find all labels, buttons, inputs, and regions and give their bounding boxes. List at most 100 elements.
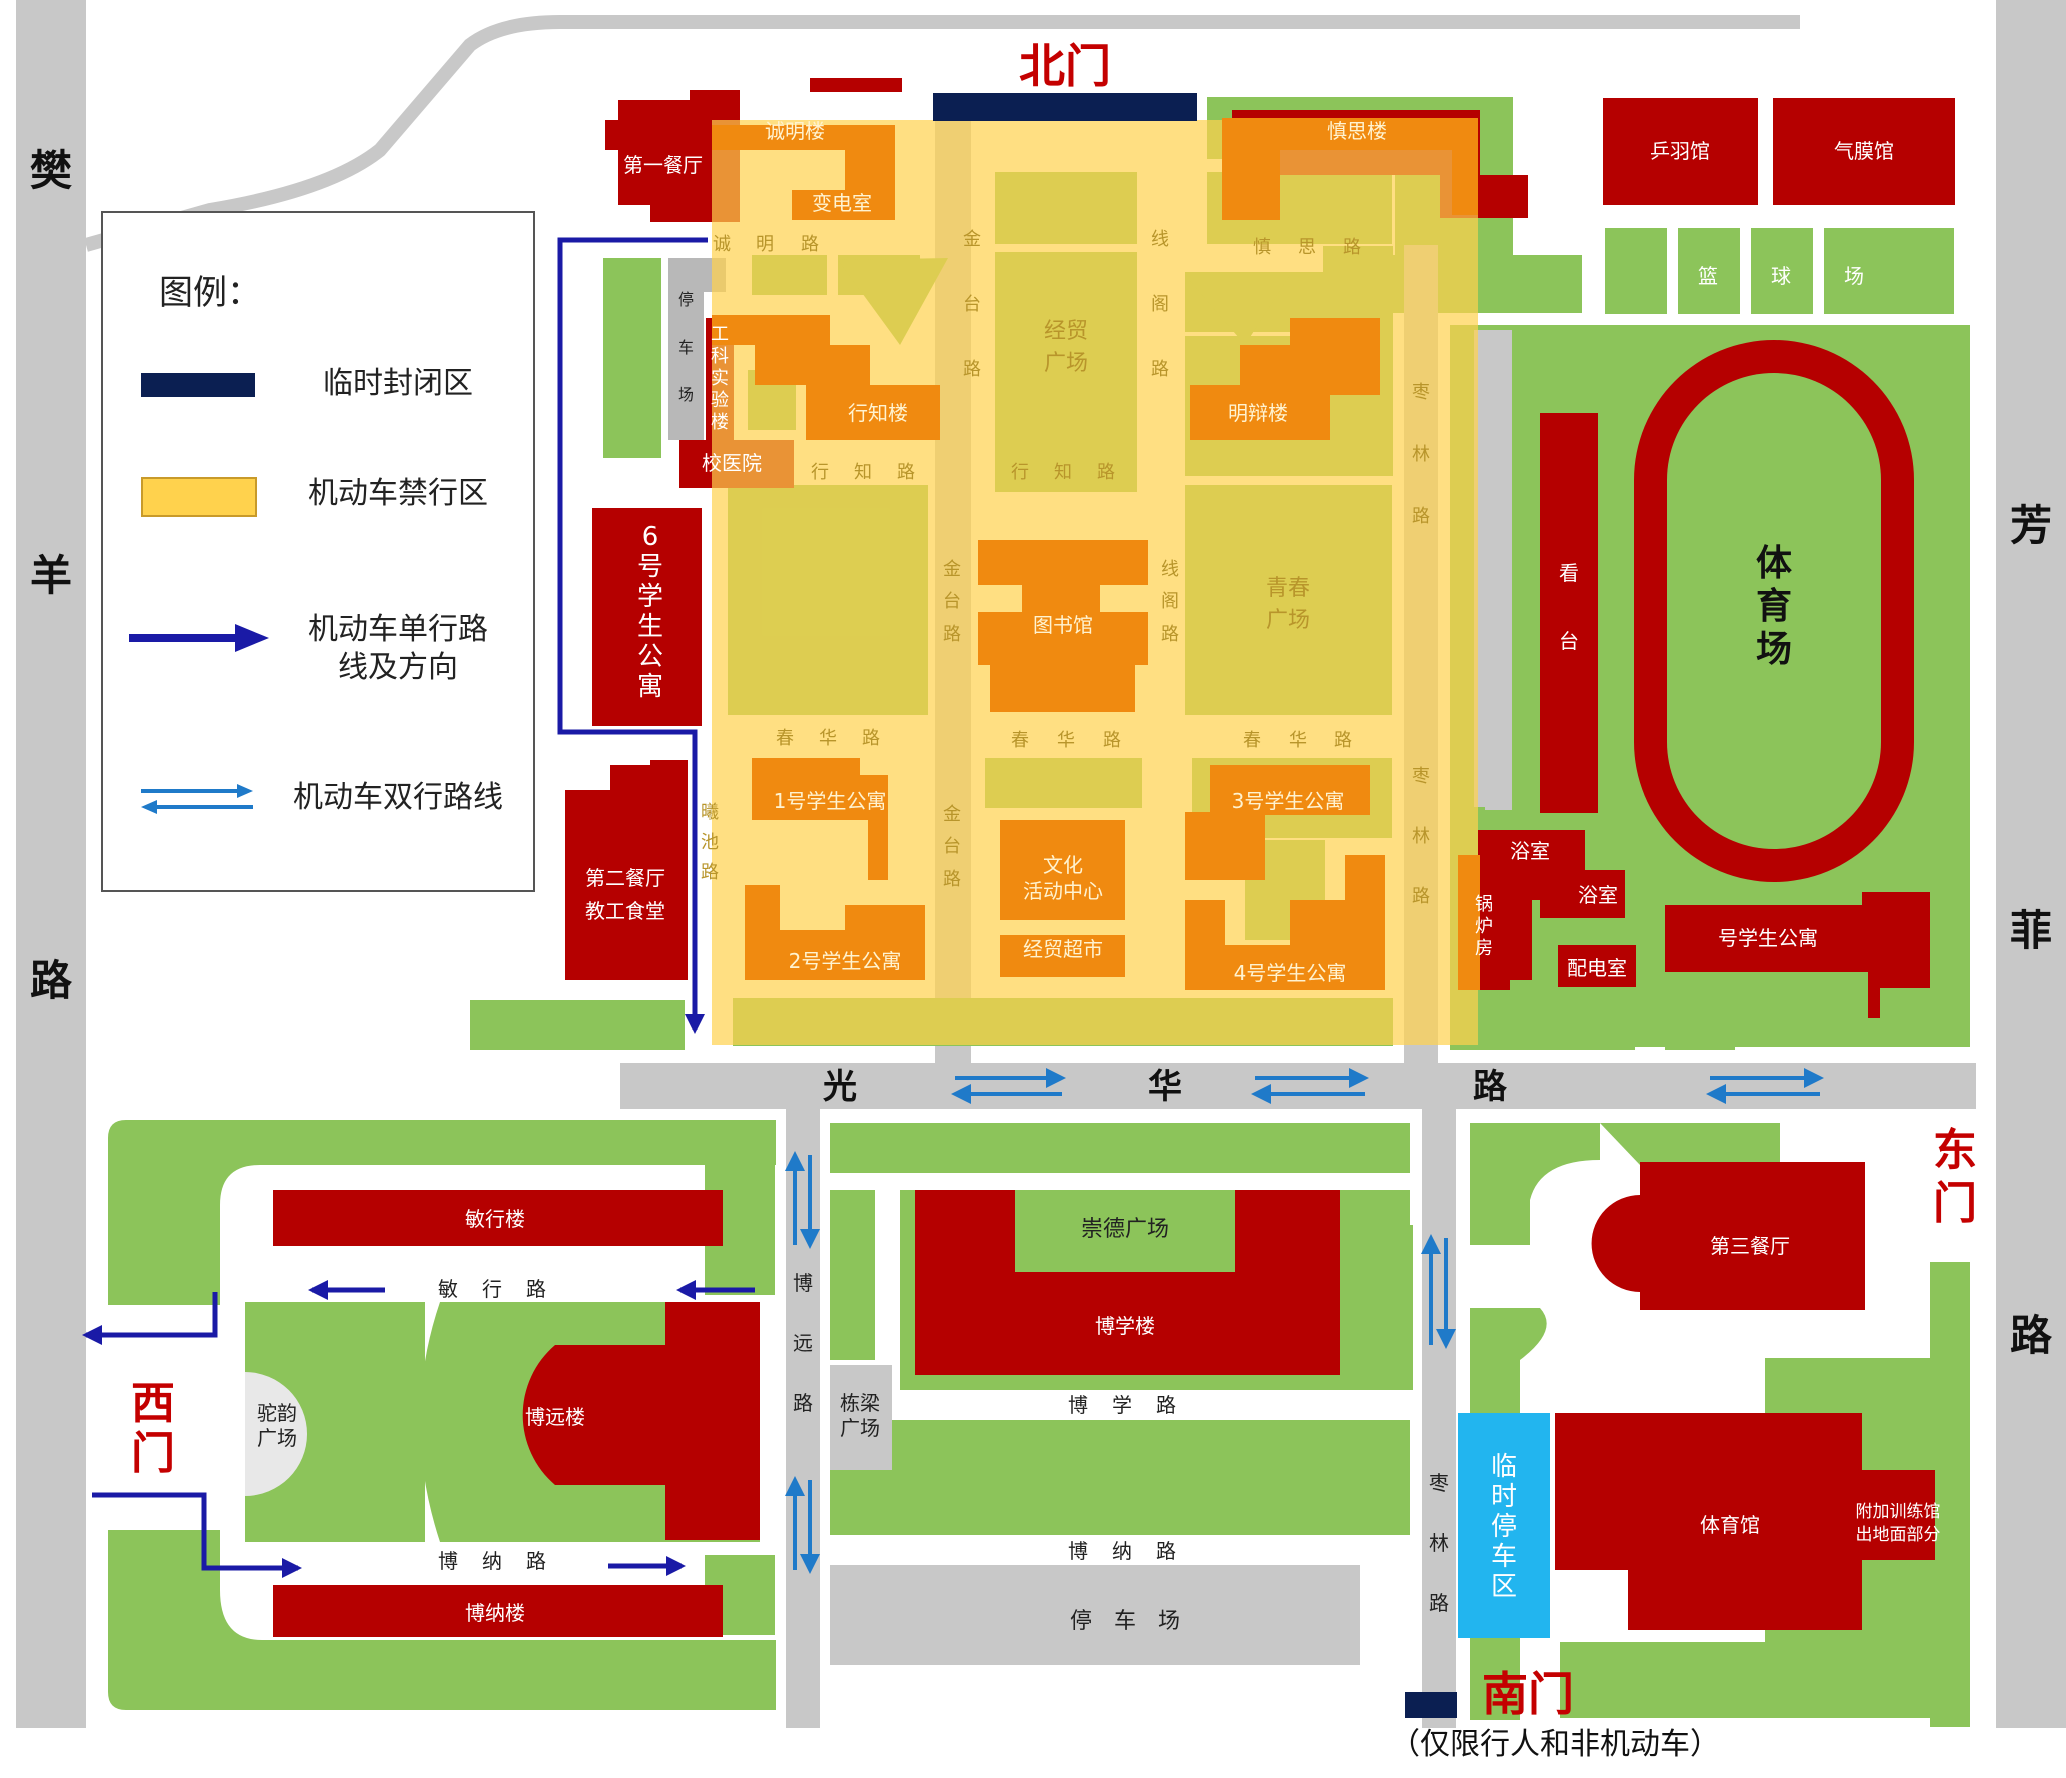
gate-south: 南门 xyxy=(1482,1667,1574,1721)
minxing-building xyxy=(273,1190,723,1246)
basketball-court xyxy=(1678,228,1740,314)
oneway-route-north xyxy=(557,237,708,1034)
road-xichi-3: 路 xyxy=(701,862,719,883)
label-parking-w-2: 车 xyxy=(678,338,694,357)
road-chengming-1: 诚 xyxy=(713,234,731,255)
road-minxing-2: 行 xyxy=(482,1277,502,1301)
road-jintai-m2: 台 xyxy=(943,591,961,612)
road-shensi-1: 慎 xyxy=(1253,237,1271,258)
road-guanghua-1: 光 xyxy=(823,1067,857,1107)
road-xichi-2: 池 xyxy=(701,832,719,853)
south-gate-closed-zone xyxy=(1405,1692,1457,1718)
label-stadium-1: 体 xyxy=(1756,543,1792,584)
tuoyun-plaza xyxy=(245,1372,307,1496)
label-dorm4: 4号学生公寓 xyxy=(1234,961,1347,985)
label-bath1: 浴室 xyxy=(1510,839,1550,863)
road-minxing-1: 敏 xyxy=(438,1277,458,1301)
bona-building xyxy=(273,1585,723,1637)
label-dorm5: 号学生公寓 xyxy=(1718,926,1818,950)
road-minxing-3: 路 xyxy=(526,1277,546,1301)
fangfei-road xyxy=(1996,0,2066,1728)
road-fanyang-3: 路 xyxy=(30,956,73,1005)
road-jintai-t3: 路 xyxy=(963,359,981,380)
label-qingchun-1: 青春 xyxy=(1266,576,1310,601)
legend-ban-swatch xyxy=(141,477,257,517)
road-bona-e2: 纳 xyxy=(1112,1539,1132,1563)
label-canteen3: 第三餐厅 xyxy=(1710,1234,1790,1258)
road-bona-w2: 纳 xyxy=(482,1549,502,1573)
label-boiler-1: 锅 xyxy=(1475,894,1493,915)
road-xichi-1: 曦 xyxy=(701,802,719,823)
road-chunhua-m1: 春 xyxy=(1011,730,1029,751)
road-xingzhi-e1: 行 xyxy=(1011,462,1029,483)
gate-east-1: 东 xyxy=(1933,1125,1977,1176)
label-temp-parking-3: 停 xyxy=(1491,1512,1517,1542)
road-fangfei-3: 路 xyxy=(2010,1311,2053,1360)
road-guanghua-3: 路 xyxy=(1473,1067,1508,1107)
label-chengming: 诚明楼 xyxy=(765,119,825,143)
label-minxing: 敏行楼 xyxy=(465,1207,525,1231)
road-chunhua-e2: 华 xyxy=(1289,730,1307,751)
label-jingmao-1: 经贸 xyxy=(1044,319,1088,344)
label-tuoyun-1: 驼韵 xyxy=(257,1401,297,1425)
label-dorm6-2: 号 xyxy=(637,552,663,582)
basketball-court xyxy=(1824,228,1954,314)
road-chunhua-w2: 华 xyxy=(819,728,837,749)
legend-closed-label: 临时封闭区 xyxy=(323,366,473,401)
south-gate-note: （仅限行人和非机动车） xyxy=(1390,1727,1720,1762)
road-boxue-1: 博 xyxy=(1068,1393,1088,1417)
road-shensi-2: 思 xyxy=(1298,237,1316,258)
label-market: 经贸超市 xyxy=(1023,937,1103,961)
label-parking-s: 停 车 场 xyxy=(1070,1609,1180,1634)
label-library: 图书馆 xyxy=(1033,613,1093,637)
legend-closed-swatch xyxy=(141,373,255,397)
road-chengming-3: 路 xyxy=(801,234,819,255)
se-green-right xyxy=(1930,1262,1970,1727)
zaolin-road-south xyxy=(1422,1108,1456,1728)
label-qimo: 气膜馆 xyxy=(1834,139,1894,163)
label-dorm6-1: 6 xyxy=(642,522,659,552)
road-fangfei-1: 芳 xyxy=(2010,501,2052,550)
twoway-arrows-guanghua xyxy=(951,1068,1824,1104)
guanghua-road xyxy=(620,1063,1976,1109)
dongliang-plaza xyxy=(830,1365,892,1470)
ban-zone-buildings xyxy=(712,118,1480,990)
road-fanyang-2: 羊 xyxy=(30,551,72,600)
road-jintai-t2: 台 xyxy=(963,294,981,315)
label-boyuan: 博远楼 xyxy=(525,1405,585,1429)
label-pingpong: 乒羽馆 xyxy=(1650,139,1710,163)
label-gongke-2: 科 xyxy=(711,346,729,367)
label-parking-w-3: 场 xyxy=(678,385,694,404)
qimo-building xyxy=(1773,98,1955,205)
label-parking-w-1: 停 xyxy=(678,290,694,309)
label-tuoyun-2: 广场 xyxy=(257,1426,297,1450)
road-xiange-m3: 路 xyxy=(1161,624,1179,645)
label-gongke-1: 工 xyxy=(711,324,729,345)
gym-building xyxy=(1555,1413,1935,1630)
road-guanghua-2: 华 xyxy=(1148,1067,1182,1107)
label-dorm3: 3号学生公寓 xyxy=(1232,789,1345,813)
road-chunhua-m3: 路 xyxy=(1103,730,1121,751)
north-gate-closed-zone xyxy=(933,93,1197,121)
label-stadium-3: 场 xyxy=(1756,629,1792,670)
oneway-arrows-south xyxy=(82,1280,755,1578)
label-dorm1: 1号学生公寓 xyxy=(774,789,887,813)
road-zaolin-2a: 枣 xyxy=(1412,766,1430,787)
label-gongke-4: 验 xyxy=(711,390,729,411)
road-xingzhi-w2: 知 xyxy=(854,462,872,483)
green xyxy=(830,1123,1410,1173)
road-bona-e3: 路 xyxy=(1156,1539,1176,1563)
label-annex-1: 附加训练馆 xyxy=(1856,1502,1941,1522)
label-gongke-5: 楼 xyxy=(711,412,729,433)
parking-west xyxy=(668,258,704,440)
canteen1-building xyxy=(605,90,740,222)
parking-south xyxy=(830,1565,1360,1665)
label-stadium-2: 育 xyxy=(1756,586,1792,627)
basketball-court xyxy=(1605,228,1667,314)
label-qingchun-2: 广场 xyxy=(1266,608,1310,633)
se-green xyxy=(1470,1123,1600,1245)
road-bona-w1: 博 xyxy=(438,1549,458,1573)
temp-parking-zone xyxy=(1458,1413,1550,1638)
label-mingbian: 明辩楼 xyxy=(1228,401,1288,425)
label-dongliang-2: 广场 xyxy=(840,1416,880,1440)
